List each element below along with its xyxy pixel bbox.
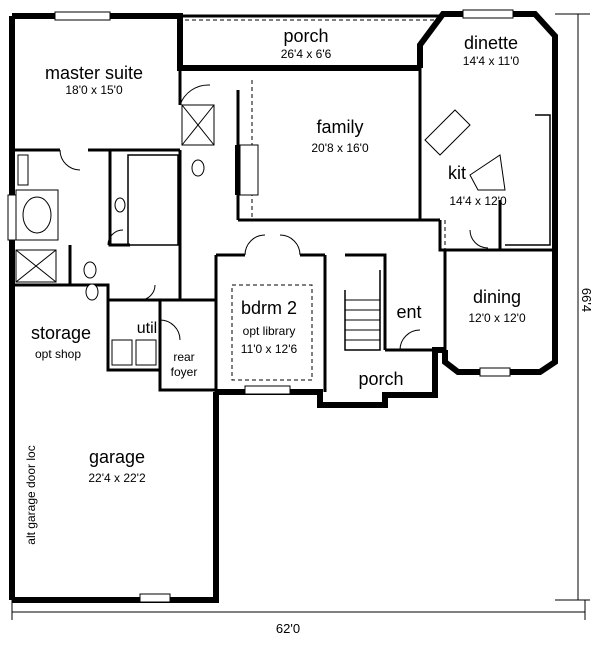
- kitchen-peninsula: [469, 154, 506, 191]
- window: [139, 593, 171, 603]
- room-label-master-suite: master suite: [45, 63, 143, 83]
- fireplace: [239, 144, 259, 196]
- room-label-ent: ent: [396, 302, 421, 322]
- room-dim-porch-back: 26'4 x 6'6: [281, 47, 332, 61]
- room-labels: porch 26'4 x 6'6 dinette 14'4 x 11'0 mas…: [24, 26, 594, 636]
- room-label-rear: rear: [173, 350, 194, 364]
- window: [479, 367, 511, 377]
- room-label-family: family: [316, 117, 363, 137]
- note-alt-garage-door: alt garage door loc: [24, 445, 38, 544]
- window: [244, 385, 291, 395]
- fixtures: [7, 9, 551, 603]
- room-dim-family: 20'8 x 16'0: [311, 141, 369, 155]
- room-dim-master-suite: 18'0 x 15'0: [65, 83, 123, 97]
- dimension-lines: [11, 13, 590, 620]
- dimension-width: 62'0: [276, 621, 300, 636]
- window: [462, 9, 514, 19]
- room-label-garage: garage: [89, 447, 145, 467]
- room-label-util: util: [137, 320, 157, 337]
- room-label-dinette: dinette: [464, 33, 518, 53]
- kitchen-island: [424, 109, 471, 156]
- shelf: [17, 154, 29, 186]
- toilet: [191, 159, 205, 177]
- room-dim-dining: 12'0 x 12'0: [468, 311, 526, 325]
- room-label-foyer: foyer: [171, 365, 198, 379]
- room-label-dining: dining: [473, 287, 521, 307]
- room-dim-garage: 22'4 x 22'2: [88, 471, 146, 485]
- room-label-bdrm2: bdrm 2: [241, 298, 297, 318]
- room-dim-dinette: 14'4 x 11'0: [463, 54, 520, 68]
- room-dim-kit: 14'4 x 12'0: [449, 194, 507, 208]
- dimension-depth: 66'4: [579, 288, 594, 312]
- room-note-storage: opt shop: [35, 347, 81, 361]
- dryer: [135, 339, 157, 366]
- room-note-bdrm2: opt library: [243, 324, 296, 338]
- toilet: [83, 261, 97, 279]
- sink: [114, 197, 126, 213]
- toilet: [85, 283, 99, 301]
- room-label-porch-back: porch: [283, 26, 328, 46]
- washer: [111, 339, 133, 366]
- room-label-storage: storage: [31, 323, 91, 343]
- door-swings: [59, 84, 489, 351]
- window: [7, 194, 17, 241]
- room-dim-bdrm2: 11'0 x 12'6: [241, 342, 298, 356]
- room-label-porch-front: porch: [358, 369, 403, 389]
- window: [54, 11, 111, 21]
- room-label-kit: kit: [448, 163, 466, 183]
